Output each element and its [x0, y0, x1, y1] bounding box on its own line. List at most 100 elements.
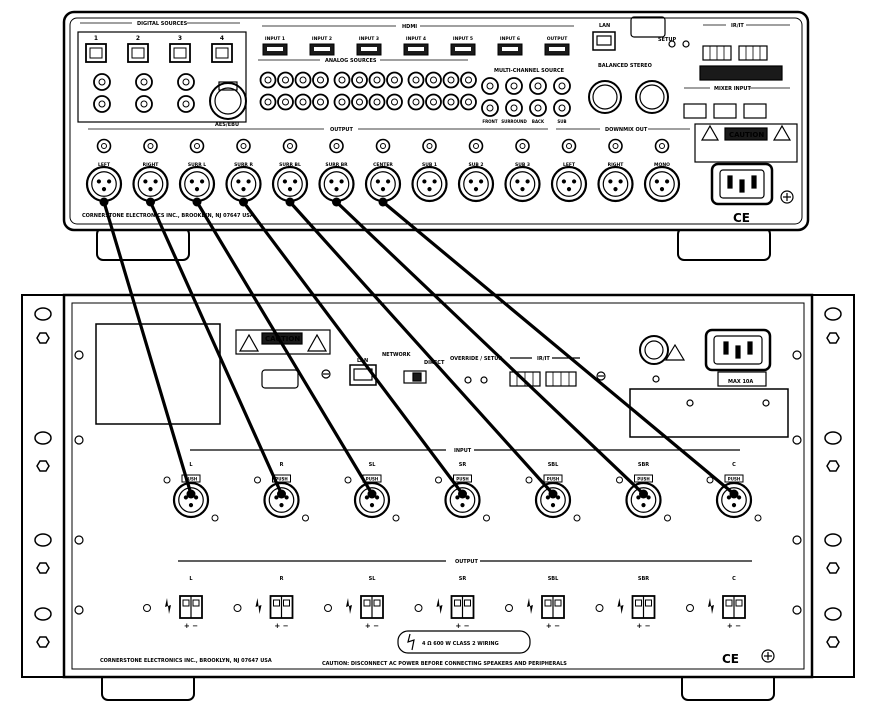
hdmi-port-1[interactable]: [262, 43, 288, 56]
speaker-output-R[interactable]: [269, 595, 294, 619]
speaker-output-C[interactable]: [722, 595, 746, 619]
top-output-xlr-1[interactable]: [132, 165, 169, 203]
aes-xlr[interactable]: [209, 82, 247, 120]
top-output-xlr-6[interactable]: [364, 165, 402, 203]
network-direct-switch[interactable]: [403, 370, 427, 384]
top-output-xlr-8[interactable]: [457, 165, 495, 203]
coax-input-2[interactable]: [135, 73, 153, 91]
bottom-lan-port[interactable]: [349, 364, 377, 386]
multichannel-rca[interactable]: [481, 77, 499, 95]
analog-rca[interactable]: [407, 71, 425, 89]
multichannel-rca[interactable]: [505, 77, 523, 95]
optical-input-2[interactable]: [127, 43, 149, 63]
coax-input-3[interactable]: [177, 73, 195, 91]
coax-input-4[interactable]: [93, 95, 111, 113]
analog-rca[interactable]: [312, 71, 329, 89]
top-output-xlr-9[interactable]: [504, 165, 541, 203]
top-output-xlr-2[interactable]: [178, 165, 216, 203]
analog-rca[interactable]: [368, 93, 386, 111]
output-rca[interactable]: [654, 138, 670, 154]
override-setup-button[interactable]: [464, 376, 472, 384]
output-rca[interactable]: [515, 138, 530, 154]
balanced-stereo-left[interactable]: [588, 80, 622, 114]
multichannel-rca[interactable]: [505, 99, 523, 117]
top-output-xlr-4[interactable]: [271, 165, 309, 203]
circuit-breaker[interactable]: [639, 335, 669, 365]
hdmi-port-2[interactable]: [309, 43, 335, 56]
output-rca[interactable]: [561, 138, 577, 154]
hdmi-port-5[interactable]: [450, 43, 476, 56]
speaker-output-SR[interactable]: [450, 595, 475, 619]
analog-rca[interactable]: [312, 93, 329, 111]
coax-input-1[interactable]: [93, 73, 111, 91]
output-rca[interactable]: [236, 138, 251, 154]
analog-rca[interactable]: [442, 93, 460, 111]
bottom-input-xlr-C[interactable]: PUSH: [715, 474, 753, 519]
top-power-inlet[interactable]: [710, 162, 774, 206]
hdmi-port-7[interactable]: [544, 43, 570, 56]
hdmi-port-6[interactable]: [497, 43, 523, 56]
optical-input-1[interactable]: [85, 43, 107, 63]
top-output-xlr-0[interactable]: [85, 165, 123, 203]
analog-rca[interactable]: [259, 71, 277, 89]
analog-rca[interactable]: [294, 71, 312, 89]
hdmi-port-4[interactable]: [403, 43, 429, 56]
multichannel-rca[interactable]: [529, 77, 547, 95]
speaker-output-SBL[interactable]: [541, 595, 565, 619]
top-lan-port[interactable]: [592, 31, 616, 51]
analog-rca[interactable]: [460, 93, 477, 111]
top-output-xlr-10[interactable]: [550, 165, 588, 203]
top-output-xlr-12[interactable]: [643, 165, 681, 203]
bottom-input-xlr-R[interactable]: PUSH: [263, 474, 300, 519]
multichannel-rca[interactable]: [481, 99, 499, 117]
balanced-stereo-right[interactable]: [635, 80, 669, 114]
analog-rca[interactable]: [333, 71, 351, 89]
speaker-output-SBR[interactable]: [631, 595, 656, 619]
top-output-xlr-7[interactable]: [411, 165, 448, 203]
output-rca[interactable]: [189, 138, 205, 154]
output-rca[interactable]: [608, 138, 623, 154]
optical-input-4[interactable]: [211, 43, 233, 63]
top-output-xlr-3[interactable]: [225, 165, 262, 203]
output-rca[interactable]: [143, 138, 158, 154]
analog-rca[interactable]: [386, 71, 403, 89]
bottom-input-xlr-SBR[interactable]: PUSH: [625, 474, 662, 519]
mixer-input-2[interactable]: [713, 103, 737, 119]
multichannel-rca[interactable]: [529, 99, 547, 117]
analog-rca[interactable]: [460, 71, 477, 89]
coax-input-5[interactable]: [135, 95, 153, 113]
output-rca[interactable]: [282, 138, 298, 154]
analog-rca[interactable]: [425, 71, 442, 89]
analog-rca[interactable]: [333, 93, 351, 111]
analog-rca[interactable]: [277, 93, 294, 111]
hdmi-port-3[interactable]: [356, 43, 382, 56]
bottom-input-xlr-SR[interactable]: PUSH: [444, 474, 481, 519]
optical-input-3[interactable]: [169, 43, 191, 63]
top-output-xlr-5[interactable]: [318, 165, 355, 203]
analog-rca[interactable]: [407, 93, 425, 111]
analog-rca[interactable]: [259, 93, 277, 111]
analog-rca[interactable]: [425, 93, 442, 111]
mixer-input-3[interactable]: [743, 103, 767, 119]
mixer-input-1[interactable]: [683, 103, 707, 119]
output-rca[interactable]: [468, 138, 484, 154]
bottom-input-xlr-SBL[interactable]: PUSH: [534, 474, 572, 519]
analog-rca[interactable]: [277, 71, 294, 89]
speaker-output-L[interactable]: [179, 595, 203, 619]
output-rca[interactable]: [375, 138, 391, 154]
multichannel-rca[interactable]: [553, 99, 571, 117]
top-output-xlr-11[interactable]: [597, 165, 634, 203]
analog-rca[interactable]: [351, 71, 368, 89]
analog-rca[interactable]: [368, 71, 386, 89]
output-rca[interactable]: [422, 138, 437, 154]
bottom-power-inlet[interactable]: [704, 328, 772, 372]
bottom-input-xlr-L[interactable]: PUSH: [172, 474, 210, 519]
output-rca[interactable]: [329, 138, 344, 154]
speaker-output-SL[interactable]: [360, 595, 384, 619]
analog-rca[interactable]: [351, 93, 368, 111]
analog-rca[interactable]: [386, 93, 403, 111]
setup-button[interactable]: [668, 40, 676, 48]
multichannel-rca[interactable]: [553, 77, 571, 95]
analog-rca[interactable]: [442, 71, 460, 89]
analog-rca[interactable]: [294, 93, 312, 111]
